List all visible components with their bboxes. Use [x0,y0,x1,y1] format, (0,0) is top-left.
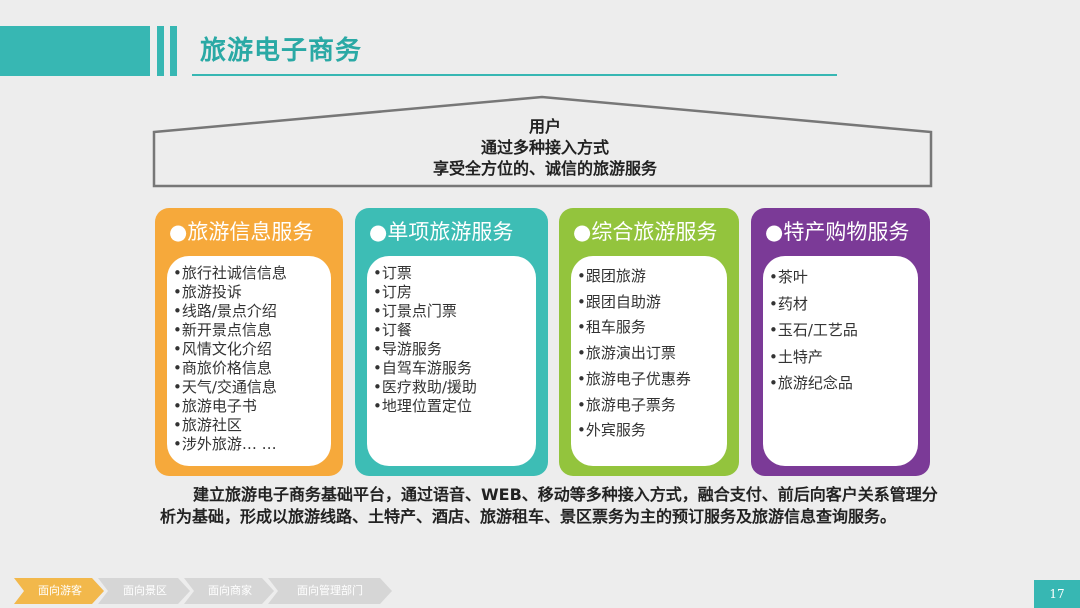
list-item: •涉外旅游… … [173,435,277,453]
list-item: •新开景点信息 [173,321,272,339]
nav-tab-scenic-areas[interactable]: 面向景区 [123,584,167,597]
card-list: •旅行社诚信信息 •旅游投诉 •线路/景点介绍 •新开景点信息 •风情文化介绍 … [173,264,287,454]
list-item: •医疗救助/援助 [373,378,477,396]
card-body: •茶叶 •药材 •玉石/工艺品 •土特产 •旅游纪念品 [763,256,918,466]
card-body: •跟团旅游 •跟团自助游 •租车服务 •旅游演出订票 •旅游电子优惠券 •旅游电… [571,256,727,466]
list-item: •商旅价格信息 [173,359,272,377]
list-item: •订景点门票 [373,302,457,320]
list-item: •地理位置定位 [373,397,472,415]
list-item: •订餐 [373,321,412,339]
roof-line-user: 用户 [528,117,561,136]
list-item: •旅游演出订票 [577,344,676,363]
card-title: ●单项旅游服务 [369,220,514,244]
roof-text: 用户 通过多种接入方式 享受全方位的、诚信的旅游服务 [300,116,790,179]
list-item: •外宾服务 [577,421,646,440]
list-item: •自驾车游服务 [373,359,472,377]
list-item: •导游服务 [373,340,442,358]
card-list: •茶叶 •药材 •玉石/工艺品 •土特产 •旅游纪念品 [769,264,858,397]
list-item: •土特产 [769,347,823,366]
list-item: •订房 [373,283,412,301]
header-stripe [170,26,177,76]
list-item: •旅游电子票务 [577,395,676,414]
card-shopping-service: ●特产购物服务 •茶叶 •药材 •玉石/工艺品 •土特产 •旅游纪念品 [751,208,930,476]
page-title: 旅游电子商务 [200,36,363,66]
card-body: •旅行社诚信信息 •旅游投诉 •线路/景点介绍 •新开景点信息 •风情文化介绍 … [167,256,331,466]
list-item: •线路/景点介绍 [173,302,277,320]
card-title: ●旅游信息服务 [169,220,314,244]
roof-line-service: 享受全方位的、诚信的旅游服务 [432,159,657,178]
list-item: •茶叶 [769,268,808,286]
card-body: •订票 •订房 •订景点门票 •订餐 •导游服务 •自驾车游服务 •医疗救助/援… [367,256,536,466]
list-item: •风情文化介绍 [173,340,272,358]
card-list: •订票 •订房 •订景点门票 •订餐 •导游服务 •自驾车游服务 •医疗救助/援… [373,264,477,416]
header-underline [192,74,837,76]
nav-tab-shapes [14,578,392,604]
card-list: •跟团旅游 •跟团自助游 •租车服务 •旅游演出订票 •旅游电子优惠券 •旅游电… [577,264,691,444]
roof-shape [152,95,933,188]
card-package-service: ●综合旅游服务 •跟团旅游 •跟团自助游 •租车服务 •旅游演出订票 •旅游电子… [559,208,739,476]
list-item: •旅游电子优惠券 [577,369,691,388]
nav-tab-management[interactable]: 面向管理部门 [297,584,363,597]
list-item: •旅游纪念品 [769,374,853,392]
list-item: •旅游投诉 [173,283,242,301]
list-item: •旅游社区 [173,416,242,434]
page-number: 17 [1034,580,1080,608]
list-item: •跟团自助游 [577,292,661,311]
list-item: •订票 [373,264,412,282]
list-item: •天气/交通信息 [173,378,277,396]
summary-paragraph: 建立旅游电子商务基础平台，通过语音、WEB、移动等多种接入方式，融合支付、前后向… [160,485,938,526]
list-item: •旅行社诚信信息 [173,264,287,282]
card-single-service: ●单项旅游服务 •订票 •订房 •订景点门票 •订餐 •导游服务 •自驾车游服务… [355,208,548,476]
list-item: •跟团旅游 [577,267,646,285]
roof-line-access: 通过多种接入方式 [480,138,609,157]
list-item: •旅游电子书 [173,397,257,415]
card-travel-info: ●旅游信息服务 •旅行社诚信信息 •旅游投诉 •线路/景点介绍 •新开景点信息 … [155,208,343,476]
nav-tab-tourists[interactable]: 面向游客 [38,584,82,597]
list-item: •玉石/工艺品 [769,321,858,339]
card-title: ●特产购物服务 [765,220,910,244]
list-item: •药材 [769,294,808,313]
nav-tab-merchants[interactable]: 面向商家 [208,584,252,597]
card-title: ●综合旅游服务 [573,220,718,244]
header-stripe [157,26,164,76]
list-item: •租车服务 [577,318,646,337]
header-accent-bar [0,26,150,76]
